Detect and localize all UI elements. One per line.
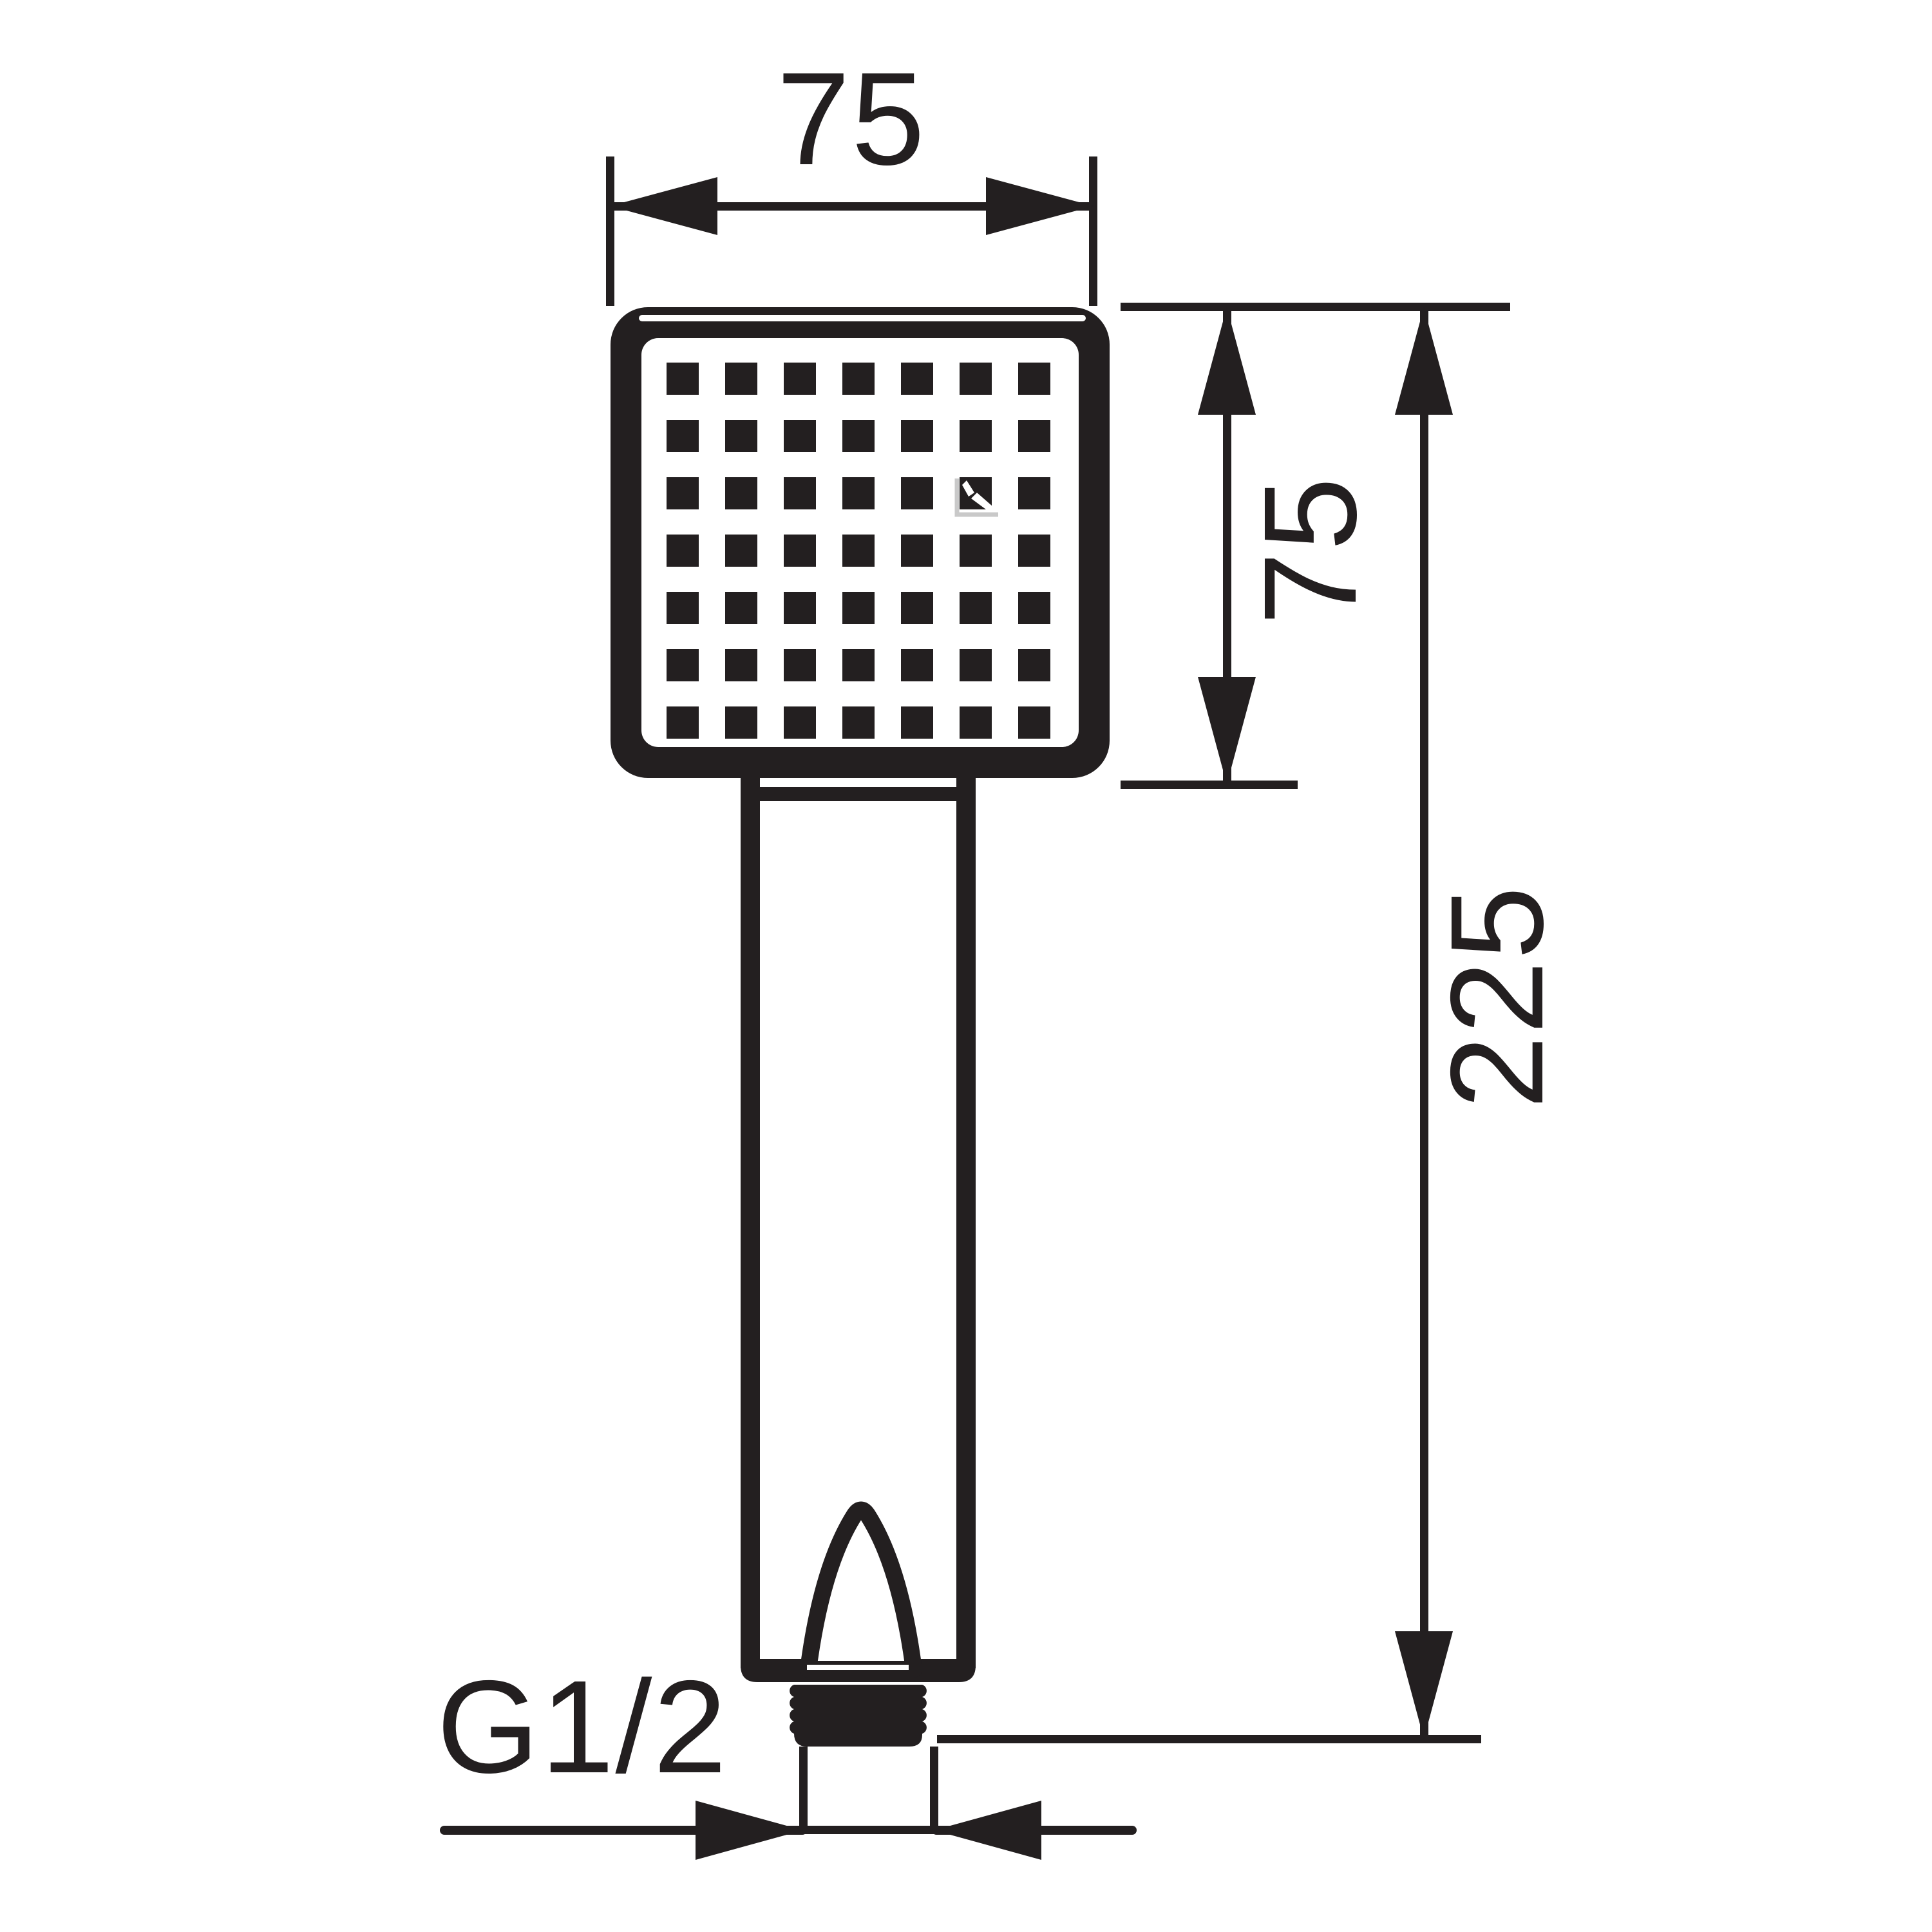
- nozzle-square: [901, 363, 933, 395]
- nozzle-square: [784, 420, 816, 452]
- handle-left-wall: [741, 776, 760, 1668]
- nozzle-square: [842, 706, 875, 739]
- dim-head-width: 75: [606, 45, 1097, 306]
- nozzle-square: [960, 363, 992, 395]
- nozzle-square: [960, 706, 992, 739]
- cone-base-separation-line: [807, 1665, 909, 1670]
- arrowhead-down-icon: [1395, 1631, 1453, 1739]
- nozzle-square: [901, 706, 933, 739]
- nozzle-artifact-marks: [954, 478, 998, 517]
- nozzle-square: [725, 649, 757, 681]
- arrowhead-up-icon: [1198, 307, 1256, 415]
- nozzle-square: [667, 477, 699, 509]
- artifact-white-slash-large: [971, 493, 992, 509]
- nozzle-square: [901, 592, 933, 624]
- dim-label-head-width: 75: [777, 45, 926, 193]
- nozzle-square: [667, 420, 699, 452]
- dimension-line: [799, 1826, 938, 1834]
- nozzle-square: [725, 535, 757, 567]
- nozzle-square: [1018, 477, 1050, 509]
- dimension-line: [1223, 307, 1231, 784]
- extension-line-left: [606, 156, 614, 306]
- nozzle-square: [784, 706, 816, 739]
- nozzle-square: [960, 420, 992, 452]
- nozzle-square: [784, 592, 816, 624]
- nozzle-square: [667, 363, 699, 395]
- nozzle-square: [784, 649, 816, 681]
- nozzle-square: [960, 649, 992, 681]
- nozzle-square: [842, 363, 875, 395]
- nozzle-square: [784, 477, 816, 509]
- arrowhead-down-icon: [1198, 677, 1256, 784]
- nozzle-square: [1018, 535, 1050, 567]
- nozzle-square: [901, 649, 933, 681]
- nozzle-square: [1018, 592, 1050, 624]
- dim-head-height: 75: [1121, 303, 1510, 789]
- extension-line-right: [1089, 156, 1097, 306]
- dimension-line: [610, 202, 1094, 211]
- nozzle-square: [960, 535, 992, 567]
- nozzle-square: [842, 649, 875, 681]
- nozzle-square: [725, 592, 757, 624]
- dimension-line: [1420, 307, 1428, 1739]
- arrowhead-up-icon: [1395, 307, 1453, 415]
- nozzle-square: [842, 420, 875, 452]
- arrowhead-left-icon: [610, 177, 717, 235]
- handle-right-wall: [956, 776, 976, 1668]
- nozzle-square: [901, 420, 933, 452]
- outlet-pipe-left-edge: [799, 1747, 808, 1830]
- nozzle-square: [667, 649, 699, 681]
- nozzle-square: [842, 535, 875, 567]
- nozzle-square: [901, 535, 933, 567]
- dim-total-height: 225: [937, 307, 1571, 1743]
- nozzle-square: [901, 477, 933, 509]
- nozzle-square: [960, 592, 992, 624]
- nozzle-square: [1018, 420, 1050, 452]
- dim-outlet-thread: G1/2: [437, 1653, 1137, 1860]
- nozzle-square: [784, 535, 816, 567]
- thread-connector: [790, 1685, 938, 1830]
- water-cone: [800, 1501, 922, 1678]
- head-highlight-line: [639, 315, 1086, 321]
- extension-line-top: [1121, 303, 1510, 311]
- outlet-pipe-right-edge: [930, 1747, 938, 1830]
- nozzle-square: [667, 592, 699, 624]
- nozzle-square: [667, 535, 699, 567]
- shower-head: [611, 307, 1110, 778]
- nozzle-square: [1018, 649, 1050, 681]
- nozzle-square: [1018, 706, 1050, 739]
- thread-block: [790, 1685, 927, 1747]
- nozzle-square: [842, 592, 875, 624]
- nozzle-grid: [667, 363, 1050, 739]
- nozzle-square: [725, 706, 757, 739]
- extension-line-bottom: [937, 1735, 1481, 1743]
- arrowhead-left-icon: [934, 1801, 1041, 1860]
- thread-size-label: G1/2: [437, 1653, 728, 1801]
- nozzle-square: [725, 420, 757, 452]
- artifact-gray-edge: [954, 478, 998, 517]
- artifact-white-slash-small: [962, 480, 974, 497]
- handle: [741, 776, 976, 1682]
- arrowhead-right-icon: [696, 1801, 803, 1860]
- nozzle-square: [725, 477, 757, 509]
- nozzle-square: [842, 477, 875, 509]
- nozzle-square: [1018, 363, 1050, 395]
- dim-label-total-height: 225: [1423, 885, 1571, 1109]
- neck-collar-bar: [760, 787, 956, 801]
- nozzle-square: [667, 706, 699, 739]
- arrowhead-right-icon: [986, 177, 1094, 235]
- nozzle-square: [784, 363, 816, 395]
- extension-line-bottom: [1121, 781, 1298, 789]
- nozzle-square: [725, 363, 757, 395]
- dim-label-head-height: 75: [1236, 476, 1384, 625]
